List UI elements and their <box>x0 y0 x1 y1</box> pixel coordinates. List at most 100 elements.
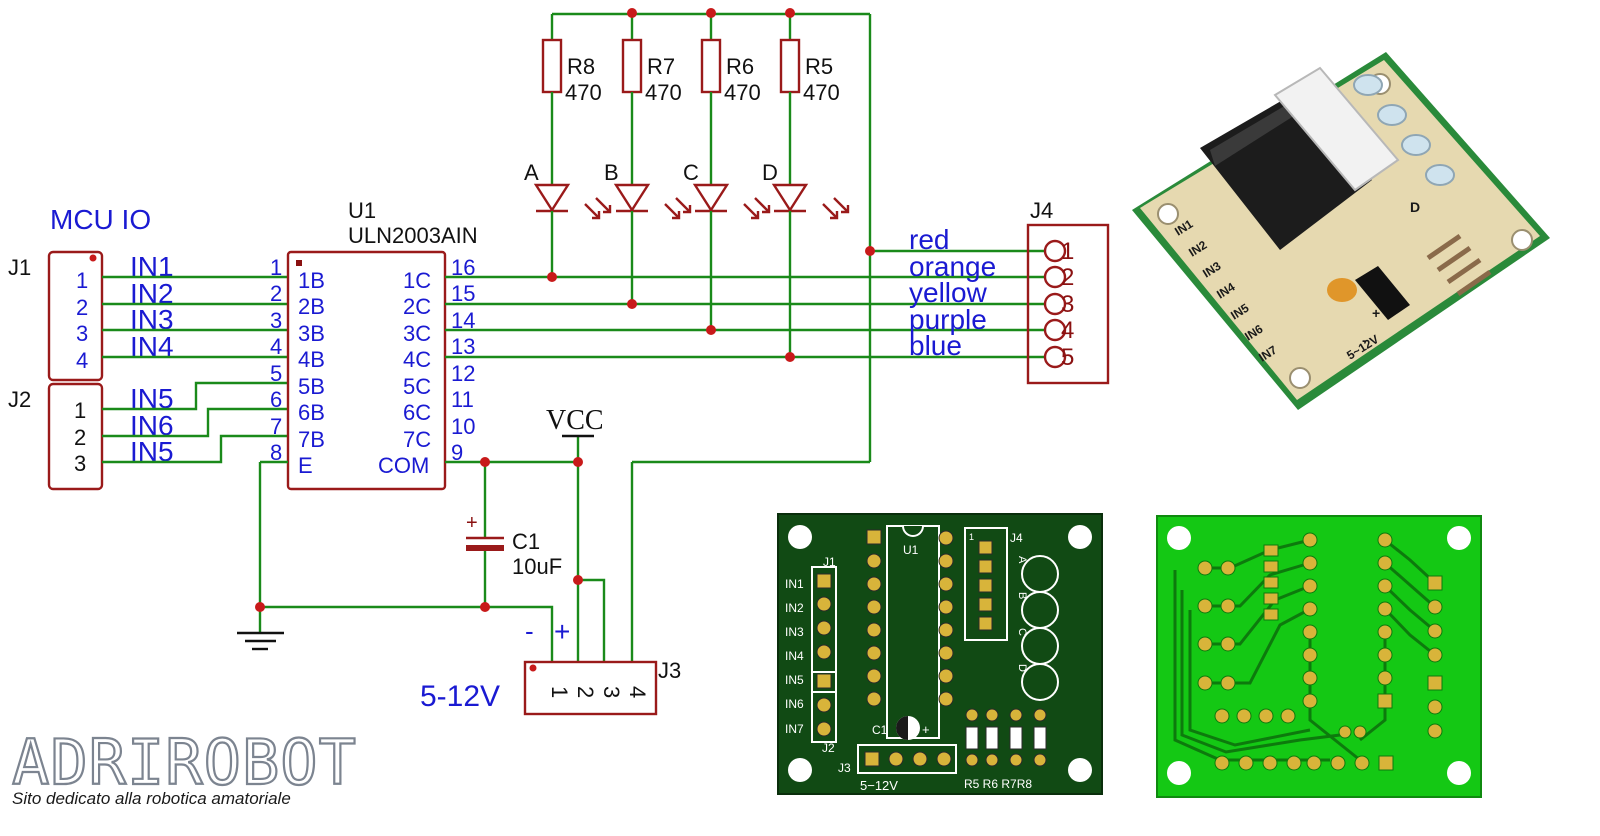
u1-pin-12: 12 <box>451 361 475 386</box>
pcb-top-led-c: C <box>1016 628 1028 636</box>
j2-ref: J2 <box>8 387 31 412</box>
mcu-io-label: MCU IO <box>50 204 151 235</box>
u1-pin-name-2b: 2B <box>298 294 325 319</box>
u1-pin-15: 15 <box>451 281 475 306</box>
j3-pin-3: 3 <box>599 686 624 698</box>
u1-pin1-marker <box>296 260 302 266</box>
u1-pin-13: 13 <box>451 334 475 359</box>
c1-ref: C1 <box>512 529 540 554</box>
u1-pin-name-5b: 5B <box>298 374 325 399</box>
pcb-top-in5: IN5 <box>785 673 804 687</box>
led-label-d: D <box>762 160 778 185</box>
u1-pin-name-e: E <box>298 453 313 478</box>
j3-plus: + <box>554 616 570 647</box>
pcb-top-u1: U1 <box>903 543 919 557</box>
r5-value: 470 <box>803 80 840 105</box>
input-wires <box>102 275 288 464</box>
pcb-top-in4: IN4 <box>785 649 804 663</box>
u1-pin-name-3c: 3C <box>403 321 431 346</box>
r6-ref: R6 <box>726 54 754 79</box>
j4-ref: J4 <box>1030 198 1053 223</box>
resistor-r7 <box>621 38 643 94</box>
u1-pin-name-2c: 2C <box>403 294 431 319</box>
pcb-top-c1: C1 <box>872 723 888 737</box>
pcb-top-resistor-pads <box>965 708 1047 767</box>
pcb-bottom <box>1156 515 1482 798</box>
j2-pin-2: 2 <box>74 425 86 450</box>
photo-minus: - <box>1362 332 1367 348</box>
pcb-top-in7: IN7 <box>785 722 804 736</box>
ic-u1: U1 ULN2003AIN 1 2 3 4 5 6 7 8 1B 2B 3B 4… <box>270 198 478 491</box>
u1-pin-4: 4 <box>270 334 282 359</box>
led-b <box>613 183 651 213</box>
pcb-bottom-pads <box>1197 532 1443 771</box>
u1-pin-name-com: COM <box>378 453 429 478</box>
resistor-r6 <box>700 38 722 94</box>
connector-j4: J4 1 2 3 4 5 red orange yellow purple bl… <box>909 198 1110 385</box>
wire-yellow: yellow <box>909 277 988 308</box>
u1-pin-name-6c: 6C <box>403 400 431 425</box>
pcb-top-in2: IN2 <box>785 601 804 615</box>
r8-value: 470 <box>565 80 602 105</box>
photo-led-d: D <box>1410 199 1420 215</box>
u1-pin-name-1b: 1B <box>298 268 325 293</box>
pcb-top-in3: IN3 <box>785 625 804 639</box>
board-photo-surface <box>1140 60 1540 400</box>
ground-symbol <box>237 631 284 651</box>
u1-pin-name-7c: 7C <box>403 427 431 452</box>
u1-pin-9: 9 <box>451 440 463 465</box>
pcb-top-c1-plus: + <box>922 722 930 737</box>
u1-pin-name-4b: 4B <box>298 347 325 372</box>
u1-pin-name-4c: 4C <box>403 347 431 372</box>
j1-pin-2: 2 <box>76 295 88 320</box>
j4-pin-3: 3 <box>1061 291 1074 318</box>
u1-pin-10: 10 <box>451 414 475 439</box>
j1-pin-1: 1 <box>76 268 88 293</box>
u1-pin-2: 2 <box>270 281 282 306</box>
pcb-top-led-outlines <box>1021 555 1059 701</box>
pcb-top-j1: J1 <box>823 555 836 569</box>
c1-plate-bottom <box>466 545 504 551</box>
j3-body <box>523 660 658 716</box>
photo-leds <box>1353 74 1455 186</box>
led-label-b: B <box>604 160 619 185</box>
j4-body <box>1026 223 1110 385</box>
j4-pin-1: 1 <box>1061 238 1074 265</box>
led-label-c: C <box>683 160 699 185</box>
photo-resistors <box>1426 233 1492 297</box>
wire-red: red <box>909 224 949 255</box>
j3-ref: J3 <box>658 658 681 683</box>
u1-pin-name-1c: 1C <box>403 268 431 293</box>
logo-name: ADRIROBOT <box>12 726 357 799</box>
j3-voltage: 5-12V <box>420 680 500 713</box>
junctions <box>255 8 875 612</box>
pcb-top-in6: IN6 <box>785 697 804 711</box>
u1-pin-name-7b: 7B <box>298 427 325 452</box>
j1-pin-4: 4 <box>76 348 88 373</box>
u1-part: ULN2003AIN <box>348 223 478 248</box>
power-section: VCC + C1 10uF J3 - + 1 2 <box>237 405 681 716</box>
photo-jumper <box>1355 266 1410 320</box>
u1-pin-name-6b: 6B <box>298 400 325 425</box>
u1-body <box>286 250 447 491</box>
j2-pin-3: 3 <box>74 451 86 476</box>
led-label-a: A <box>524 160 539 185</box>
j1-body <box>47 250 104 382</box>
resistor-r5 <box>779 38 801 94</box>
pcb-top-led-b: B <box>1016 592 1028 599</box>
photo-capacitor <box>1327 278 1357 302</box>
j1-pin1-marker <box>89 254 97 262</box>
resistor-led-network: R8 470 R7 470 R6 470 R5 470 A B C D <box>524 12 872 662</box>
pcb-top-led-a: A <box>1016 556 1028 564</box>
r5-ref: R5 <box>805 54 833 79</box>
pcb-top-led-d: D <box>1016 664 1028 672</box>
vcc-label: VCC <box>546 405 604 436</box>
led-c <box>692 183 730 213</box>
pcb-bottom-board <box>1156 515 1482 798</box>
j3-pin1-marker <box>529 664 537 672</box>
j2-pin-1: 1 <box>74 398 86 423</box>
j3-minus: - <box>525 616 534 646</box>
c1-value: 10uF <box>512 554 562 579</box>
u1-pin-name-3b: 3B <box>298 321 325 346</box>
